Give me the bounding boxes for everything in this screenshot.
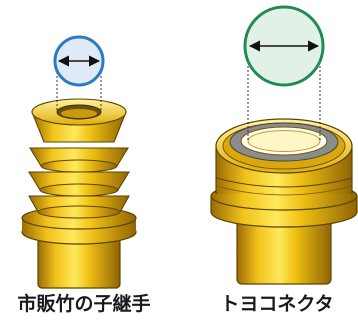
barbed-fitting (21, 35, 137, 289)
toyo-connector-caption: トヨコネクタ (220, 293, 334, 315)
barbed-fitting-caption: 市販竹の子継手 (17, 293, 151, 315)
connector-bore (247, 130, 321, 152)
toyo-connector (210, 5, 358, 285)
barbed-fitting-body (37, 237, 121, 289)
